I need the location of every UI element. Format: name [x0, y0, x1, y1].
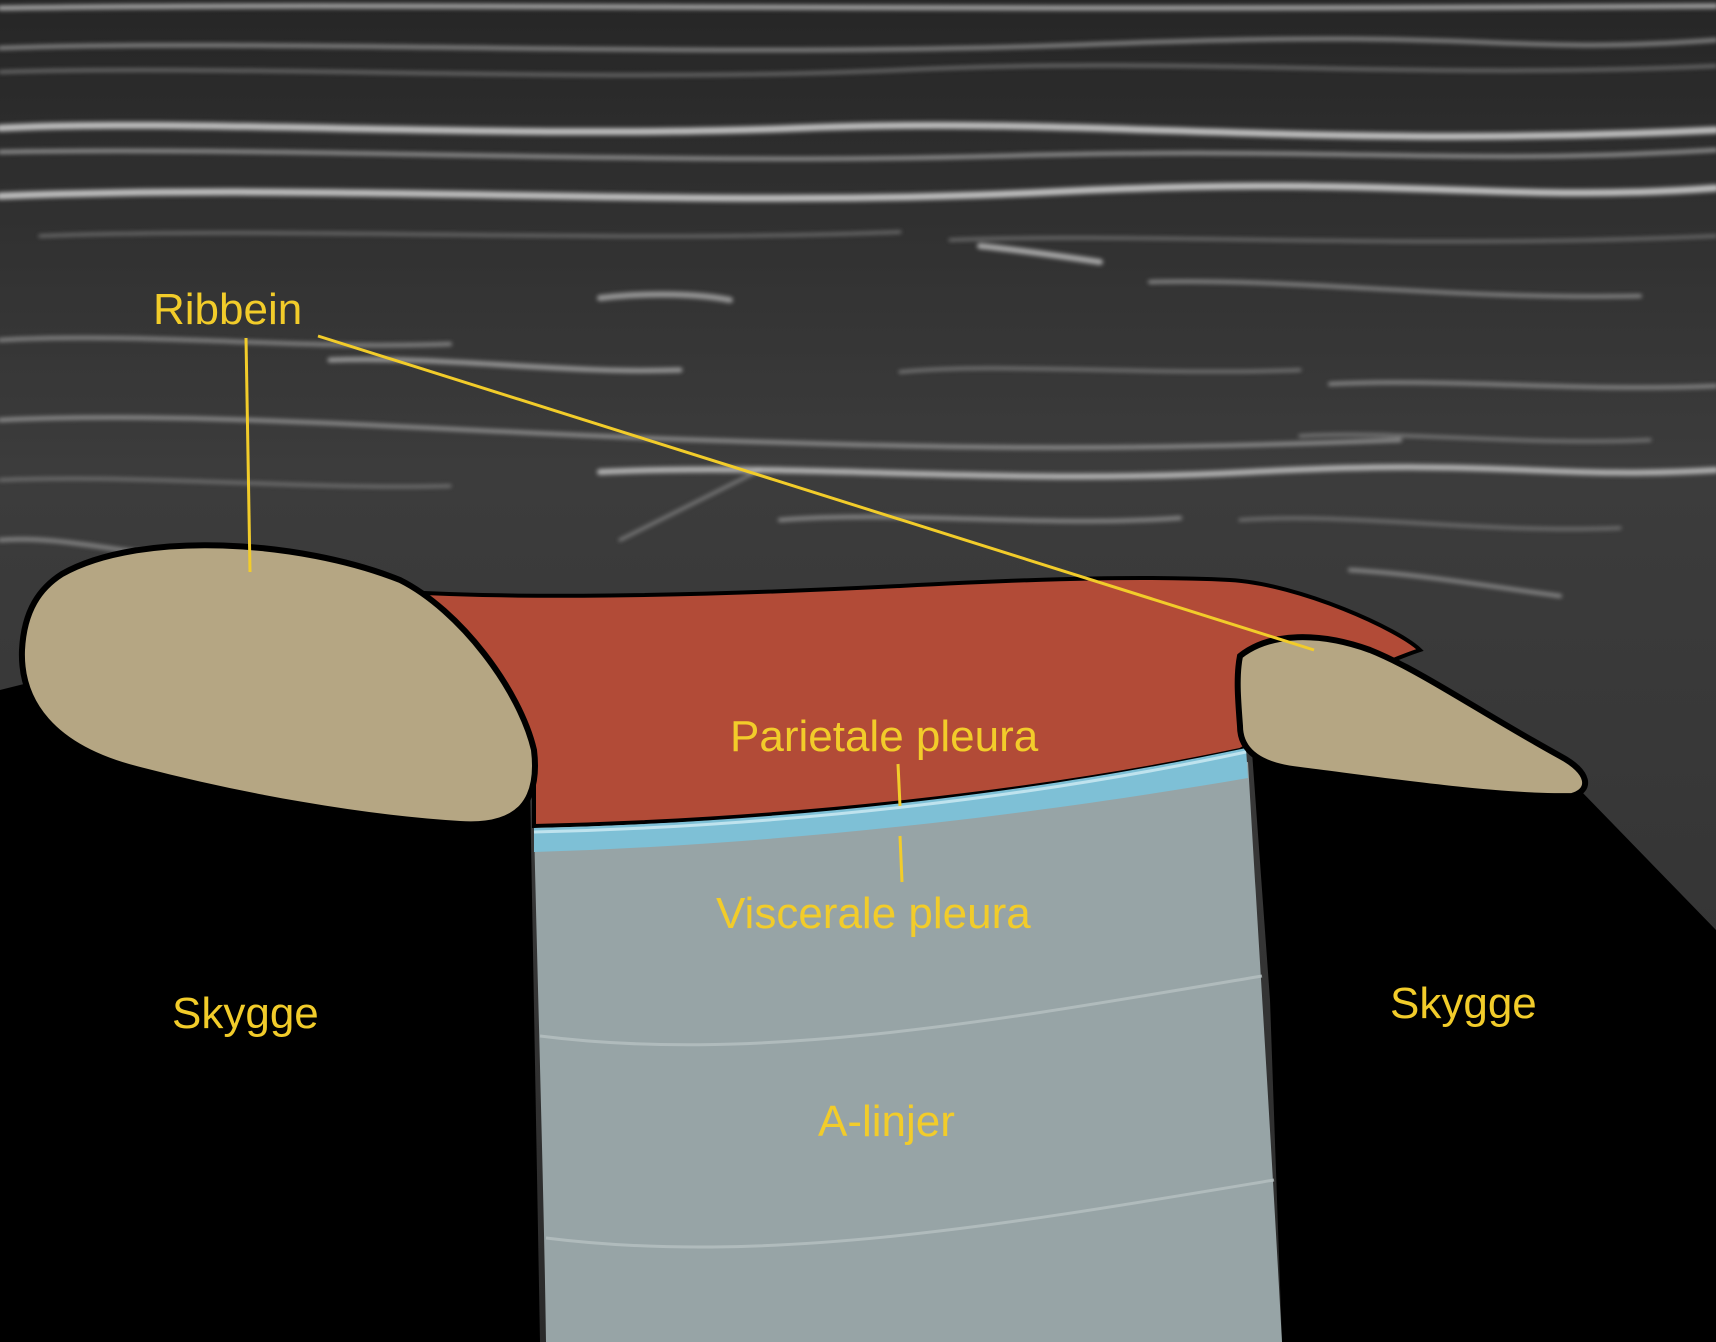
parietal-pleura [369, 576, 1424, 829]
visceral-pleura [534, 748, 1248, 852]
ribbein-label: Ribbein [153, 285, 302, 334]
visceral-pleura-edge [533, 750, 1247, 834]
left-rib [18, 542, 538, 828]
viscerale-pleura-leader [898, 835, 904, 883]
parietale-pleura-leader [896, 763, 902, 807]
parietale-pleura-label: Parietale pleura [730, 712, 1039, 761]
a-line-reverberations [539, 974, 1275, 1249]
right-rib [1234, 634, 1589, 800]
leader-lines [244, 334, 1315, 883]
skygge-right-label: Skygge [1390, 979, 1537, 1028]
skygge-left-label: Skygge [172, 989, 319, 1038]
left-rib-shadow [0, 680, 540, 1342]
right-rib-shadow [1250, 724, 1716, 1342]
lung-a-lines-area [534, 762, 1282, 1342]
ribbein-leader-right [317, 334, 1315, 652]
tissue-streaks [0, 3, 1716, 598]
viscerale-pleura-label: Viscerale pleura [716, 889, 1031, 938]
ribbein-leader-left [244, 337, 252, 573]
a-linjer-label: A-linjer [818, 1097, 955, 1146]
